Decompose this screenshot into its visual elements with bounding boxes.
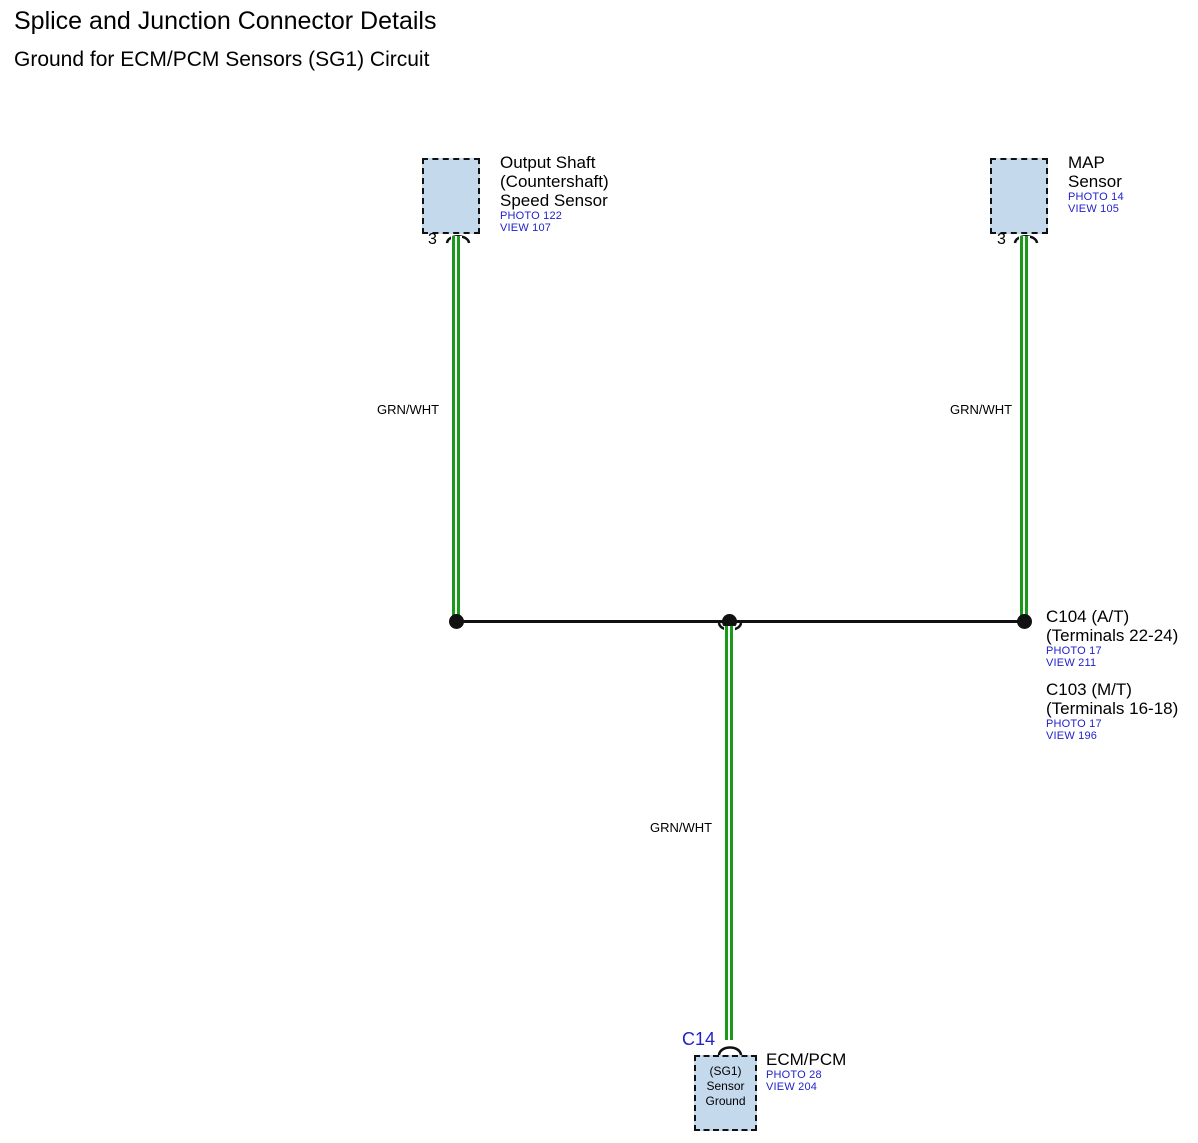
wire-grn-wht-right-branch xyxy=(1019,236,1030,622)
connector-name-line2: Sensor xyxy=(1068,172,1122,191)
wire-label-left-branch: GRN/WHT xyxy=(377,402,440,417)
photo-reference: PHOTO 28 xyxy=(766,1069,822,1081)
wire-label-right-branch: GRN/WHT xyxy=(950,402,1013,417)
view-reference: VIEW 204 xyxy=(766,1081,818,1093)
photo-reference: PHOTO 122 xyxy=(500,210,563,222)
wire-entry-arc-ecm-pcm xyxy=(717,1046,743,1056)
terminal-number-output-shaft-speed-sensor: 3 xyxy=(428,231,437,248)
connector-name-line1: MAP xyxy=(1068,153,1105,172)
splice-bus-line xyxy=(456,620,1026,623)
junction-dot-left xyxy=(449,614,464,629)
connector-name-line2: (Countershaft) xyxy=(500,172,609,191)
wire-grn-wht-bottom-branch xyxy=(724,626,735,1040)
connector-name-line1: C104 (A/T) xyxy=(1046,607,1130,626)
connector-name-line1: ECM/PCM xyxy=(766,1050,847,1069)
page-subtitle: Ground for ECM/PCM Sensors (SG1) Circuit xyxy=(14,48,430,71)
connector-label-c103: C103 (M/T) (Terminals 16-18) PHOTO 17 VI… xyxy=(1046,680,1178,742)
view-reference: VIEW 105 xyxy=(1068,203,1120,215)
connector-box-output-shaft-speed-sensor[interactable] xyxy=(422,158,480,234)
photo-reference: PHOTO 17 xyxy=(1046,645,1102,657)
connector-box-text-line1: (SG1) xyxy=(709,1064,742,1078)
connector-name-line1: Output Shaft xyxy=(500,153,596,172)
wire-grn-wht-left-branch xyxy=(451,236,462,622)
view-reference: VIEW 196 xyxy=(1046,730,1098,742)
junction-dot-right xyxy=(1017,614,1032,629)
connector-label-map-sensor: MAP Sensor PHOTO 14 VIEW 105 xyxy=(1068,153,1124,215)
junction-dot-center xyxy=(722,614,737,629)
connector-box-ecm-pcm[interactable]: (SG1) Sensor Ground xyxy=(694,1055,757,1131)
connector-label-ecm-pcm: ECM/PCM PHOTO 28 VIEW 204 xyxy=(766,1050,846,1093)
connector-name-line1: C103 (M/T) xyxy=(1046,680,1132,699)
connector-name-line2: (Terminals 16-18) xyxy=(1046,699,1179,718)
connector-name-line3: Speed Sensor xyxy=(500,191,608,210)
view-reference: VIEW 107 xyxy=(500,222,552,234)
connector-label-output-shaft-speed-sensor: Output Shaft (Countershaft) Speed Sensor… xyxy=(500,153,609,234)
connector-box-text-line3: Ground xyxy=(705,1094,746,1108)
wire-label-bottom-branch: GRN/WHT xyxy=(650,820,713,835)
connector-name-line2: (Terminals 22-24) xyxy=(1046,626,1179,645)
page-title: Splice and Junction Connector Details xyxy=(14,7,437,35)
connector-box-map-sensor[interactable] xyxy=(990,158,1048,234)
view-reference: VIEW 211 xyxy=(1046,657,1097,669)
terminal-number-map-sensor: 3 xyxy=(997,231,1006,248)
photo-reference: PHOTO 17 xyxy=(1046,718,1102,730)
connector-id-c14: C14 xyxy=(682,1029,716,1049)
photo-reference: PHOTO 14 xyxy=(1068,191,1124,203)
connector-box-text-line2: Sensor xyxy=(706,1079,745,1093)
connector-label-c104: C104 (A/T) (Terminals 22-24) PHOTO 17 VI… xyxy=(1046,607,1178,669)
